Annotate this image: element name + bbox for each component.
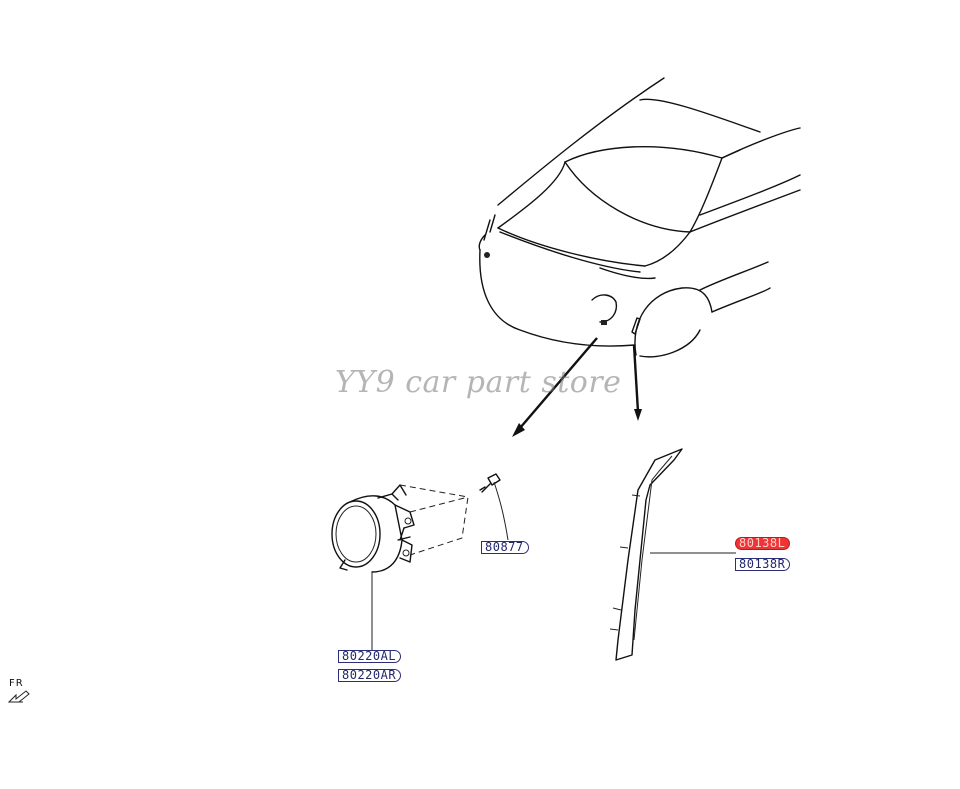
part-label-bolt[interactable]: 80877 (481, 541, 529, 554)
part-label-side-marker-right[interactable]: 80138R (735, 558, 791, 571)
front-direction-arrow-icon (7, 690, 30, 703)
part-label-fog-lamp-left[interactable]: 80220AL (338, 650, 402, 663)
bolt-illustration (479, 473, 509, 541)
watermark-text: YY9 car part store (335, 365, 622, 400)
side-marker-illustration (609, 448, 736, 661)
part-label-fog-lamp-right[interactable]: 80220AR (338, 669, 402, 682)
fog-lamp-illustration (331, 484, 469, 650)
front-direction-label: FR (9, 678, 24, 689)
part-label-side-marker-left[interactable]: 80138L (735, 537, 791, 550)
car-illustration (478, 77, 801, 437)
